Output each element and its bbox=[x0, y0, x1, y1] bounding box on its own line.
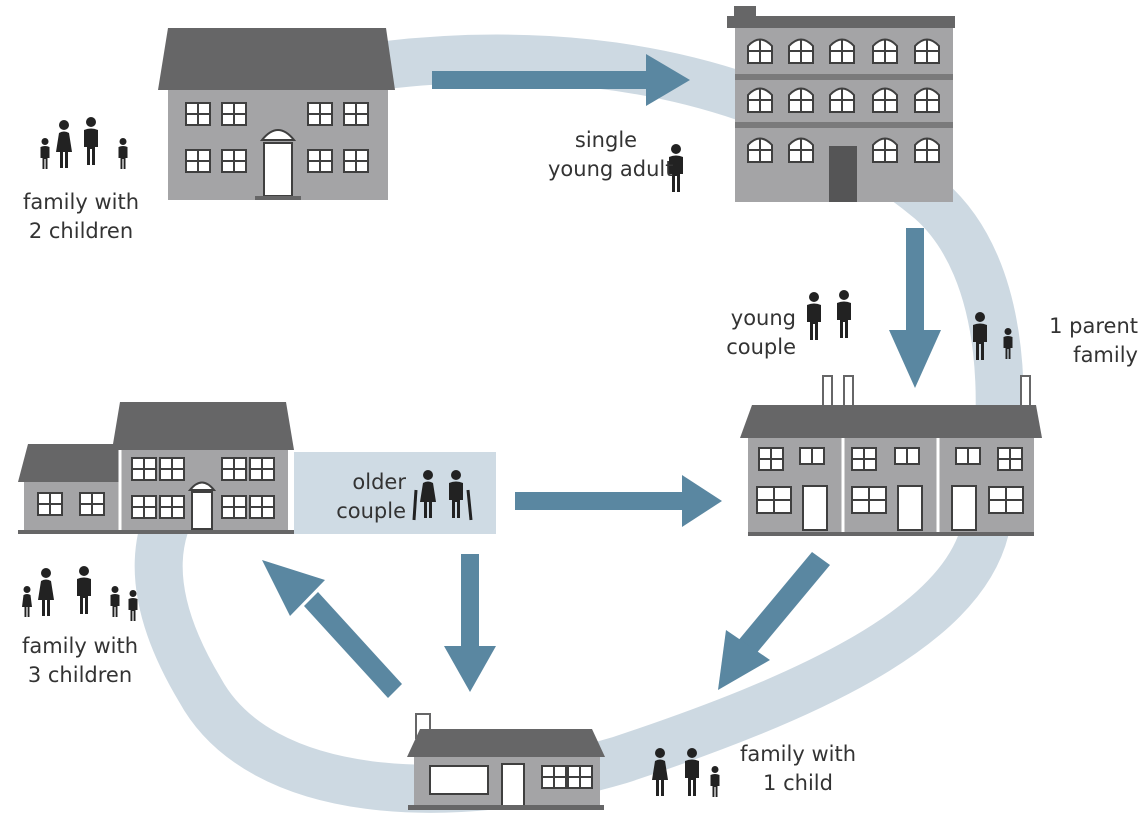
label-line: family bbox=[1073, 343, 1138, 367]
label-line: single bbox=[574, 128, 638, 152]
label-family-three-children: family with 3 children bbox=[12, 632, 148, 690]
label-line: young bbox=[730, 306, 796, 330]
label-one-parent-family: 1 parent family bbox=[1024, 312, 1138, 370]
house-apartment bbox=[727, 6, 955, 202]
arrow-terraced-to-bungalow bbox=[718, 552, 830, 690]
house-terraced bbox=[740, 375, 1042, 536]
label-line: young adult bbox=[548, 157, 674, 181]
label-line: older bbox=[352, 470, 406, 494]
young-couple-icon bbox=[807, 290, 851, 340]
arrow-to-terraced bbox=[889, 228, 941, 388]
label-young-couple: young couple bbox=[702, 304, 796, 362]
label-line: couple bbox=[726, 335, 796, 359]
label-line: family with bbox=[21, 634, 139, 658]
house-bungalow bbox=[407, 713, 605, 810]
label-line: 3 children bbox=[27, 663, 133, 687]
house-detached bbox=[158, 28, 395, 200]
family-two-children-icon bbox=[40, 117, 128, 169]
label-line: 1 child bbox=[763, 771, 833, 795]
label-family-two-children: family with 2 children bbox=[14, 188, 148, 246]
label-line: family with bbox=[22, 190, 140, 214]
arrow-bungalow-to-semi bbox=[262, 560, 402, 698]
label-single-young-adult: single young adult bbox=[548, 126, 674, 184]
label-older-couple: older couple bbox=[306, 468, 406, 526]
label-line: couple bbox=[336, 499, 406, 523]
label-family-one-child: family with 1 child bbox=[730, 740, 866, 798]
arrow-semi-to-bungalow bbox=[444, 554, 496, 692]
label-line: family with bbox=[739, 742, 857, 766]
label-line: 1 parent bbox=[1049, 314, 1138, 338]
arrow-to-apartment bbox=[432, 54, 690, 106]
arrow-semi-to-terraced bbox=[515, 475, 722, 527]
label-line: 2 children bbox=[28, 219, 134, 243]
family-three-children-icon bbox=[22, 566, 138, 621]
older-couple-icon bbox=[412, 470, 473, 521]
house-semi-detached bbox=[18, 402, 294, 534]
